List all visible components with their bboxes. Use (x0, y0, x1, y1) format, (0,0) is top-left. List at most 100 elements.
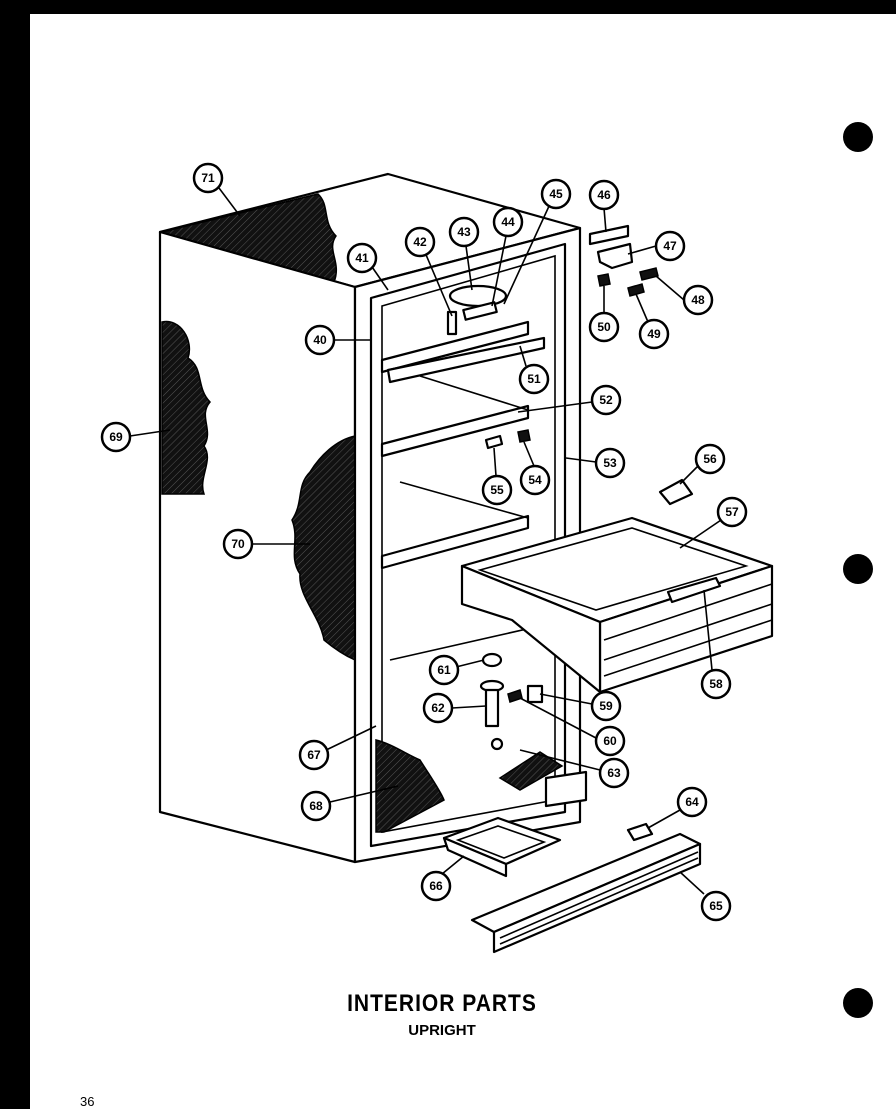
shelf-rail (386, 336, 546, 384)
light-shield (462, 301, 498, 321)
callout-62: 62 (422, 692, 454, 724)
callout-63: 63 (598, 757, 630, 789)
callout-61: 61 (428, 654, 460, 686)
tray-66-side (442, 836, 508, 878)
svg-text:44: 44 (501, 215, 515, 229)
bottom-insulation (375, 739, 445, 833)
svg-text:58: 58 (709, 677, 723, 691)
light-housing (448, 284, 508, 308)
callout-64: 64 (676, 786, 708, 818)
callout-53: 53 (594, 447, 626, 479)
page-number: 36 (80, 1094, 95, 1109)
drain-tube (484, 688, 500, 728)
pan-handle (666, 576, 722, 604)
callout-68: 68 (300, 790, 332, 822)
svg-text:64: 64 (685, 795, 699, 809)
svg-text:45: 45 (549, 187, 563, 201)
callout-54: 54 (519, 464, 551, 496)
callout-50: 50 (588, 311, 620, 343)
screw-49 (627, 283, 645, 297)
callout-56: 56 (694, 443, 726, 475)
hinge-47 (596, 242, 634, 270)
callout-66: 66 (420, 870, 452, 902)
pan-clip (658, 478, 694, 506)
grille-65-line-2 (499, 857, 699, 945)
callout-44: 44 (492, 206, 524, 238)
shelf-depth-line-3 (389, 625, 541, 661)
callout-46: 46 (588, 179, 620, 211)
part-64 (626, 822, 654, 842)
pan-rib-1 (603, 583, 773, 641)
svg-text:70: 70 (231, 537, 245, 551)
drain-trough (498, 751, 564, 791)
pan-slant-front (460, 564, 602, 694)
svg-text:53: 53 (603, 456, 617, 470)
callout-40: 40 (304, 324, 336, 356)
nut-54 (517, 429, 531, 443)
grille-65-line-1 (499, 851, 699, 939)
svg-text:65: 65 (709, 899, 723, 913)
callout-70: 70 (222, 528, 254, 560)
svg-text:66: 66 (429, 879, 443, 893)
svg-text:60: 60 (603, 734, 617, 748)
shelf-top (380, 320, 530, 374)
base-leg (544, 770, 588, 808)
leader-lines (129, 187, 725, 895)
svg-text:61: 61 (437, 663, 451, 677)
pan-inner (477, 527, 749, 611)
callout-55: 55 (481, 474, 513, 506)
drain-button (481, 652, 503, 668)
screw-55 (484, 434, 504, 450)
shelf-3 (380, 514, 530, 570)
svg-text:43: 43 (457, 225, 471, 239)
callout-58: 58 (700, 668, 732, 700)
binder-hole-bottom (843, 988, 873, 1018)
svg-text:68: 68 (309, 799, 323, 813)
diagram-title: INTERIOR PARTS (347, 990, 537, 1017)
callout-49: 49 (638, 318, 670, 350)
svg-text:54: 54 (528, 473, 542, 487)
side-insulation-left (161, 320, 212, 495)
callout-67: 67 (298, 739, 330, 771)
svg-text:62: 62 (431, 701, 445, 715)
callout-65: 65 (700, 890, 732, 922)
shelf-2 (380, 404, 530, 458)
callout-51: 51 (518, 363, 550, 395)
svg-text:50: 50 (597, 320, 611, 334)
screw-48 (639, 267, 659, 281)
binder-hole-top (843, 122, 873, 152)
callout-43: 43 (448, 216, 480, 248)
callout-57: 57 (716, 496, 748, 528)
shelf-depth-line-2 (399, 481, 529, 519)
svg-text:57: 57 (725, 505, 739, 519)
svg-text:40: 40 (313, 333, 327, 347)
callout-48: 48 (682, 284, 714, 316)
callout-52: 52 (590, 384, 622, 416)
diagram-subtitle: UPRIGHT (408, 1022, 476, 1039)
svg-text:63: 63 (607, 766, 621, 780)
svg-text:59: 59 (599, 699, 613, 713)
callout-60: 60 (594, 725, 626, 757)
svg-text:67: 67 (307, 748, 321, 762)
callout-42: 42 (404, 226, 436, 258)
callout-69: 69 (100, 421, 132, 453)
thermostat-knob (446, 310, 458, 336)
svg-text:48: 48 (691, 293, 705, 307)
svg-text:52: 52 (599, 393, 613, 407)
callout-45: 45 (540, 178, 572, 210)
callout-41: 41 (346, 242, 378, 274)
svg-text:41: 41 (355, 251, 369, 265)
callout-59: 59 (590, 690, 622, 722)
shelf-depth-line-1 (419, 375, 529, 411)
callout-47: 47 (654, 230, 686, 262)
drain-cap (490, 737, 504, 751)
screw-60 (507, 689, 523, 703)
svg-text:55: 55 (490, 483, 504, 497)
bracket-59 (526, 684, 544, 704)
nut-50 (597, 273, 611, 287)
hinge-plate-46 (588, 224, 630, 246)
svg-text:69: 69 (109, 430, 123, 444)
svg-text:71: 71 (201, 171, 215, 185)
